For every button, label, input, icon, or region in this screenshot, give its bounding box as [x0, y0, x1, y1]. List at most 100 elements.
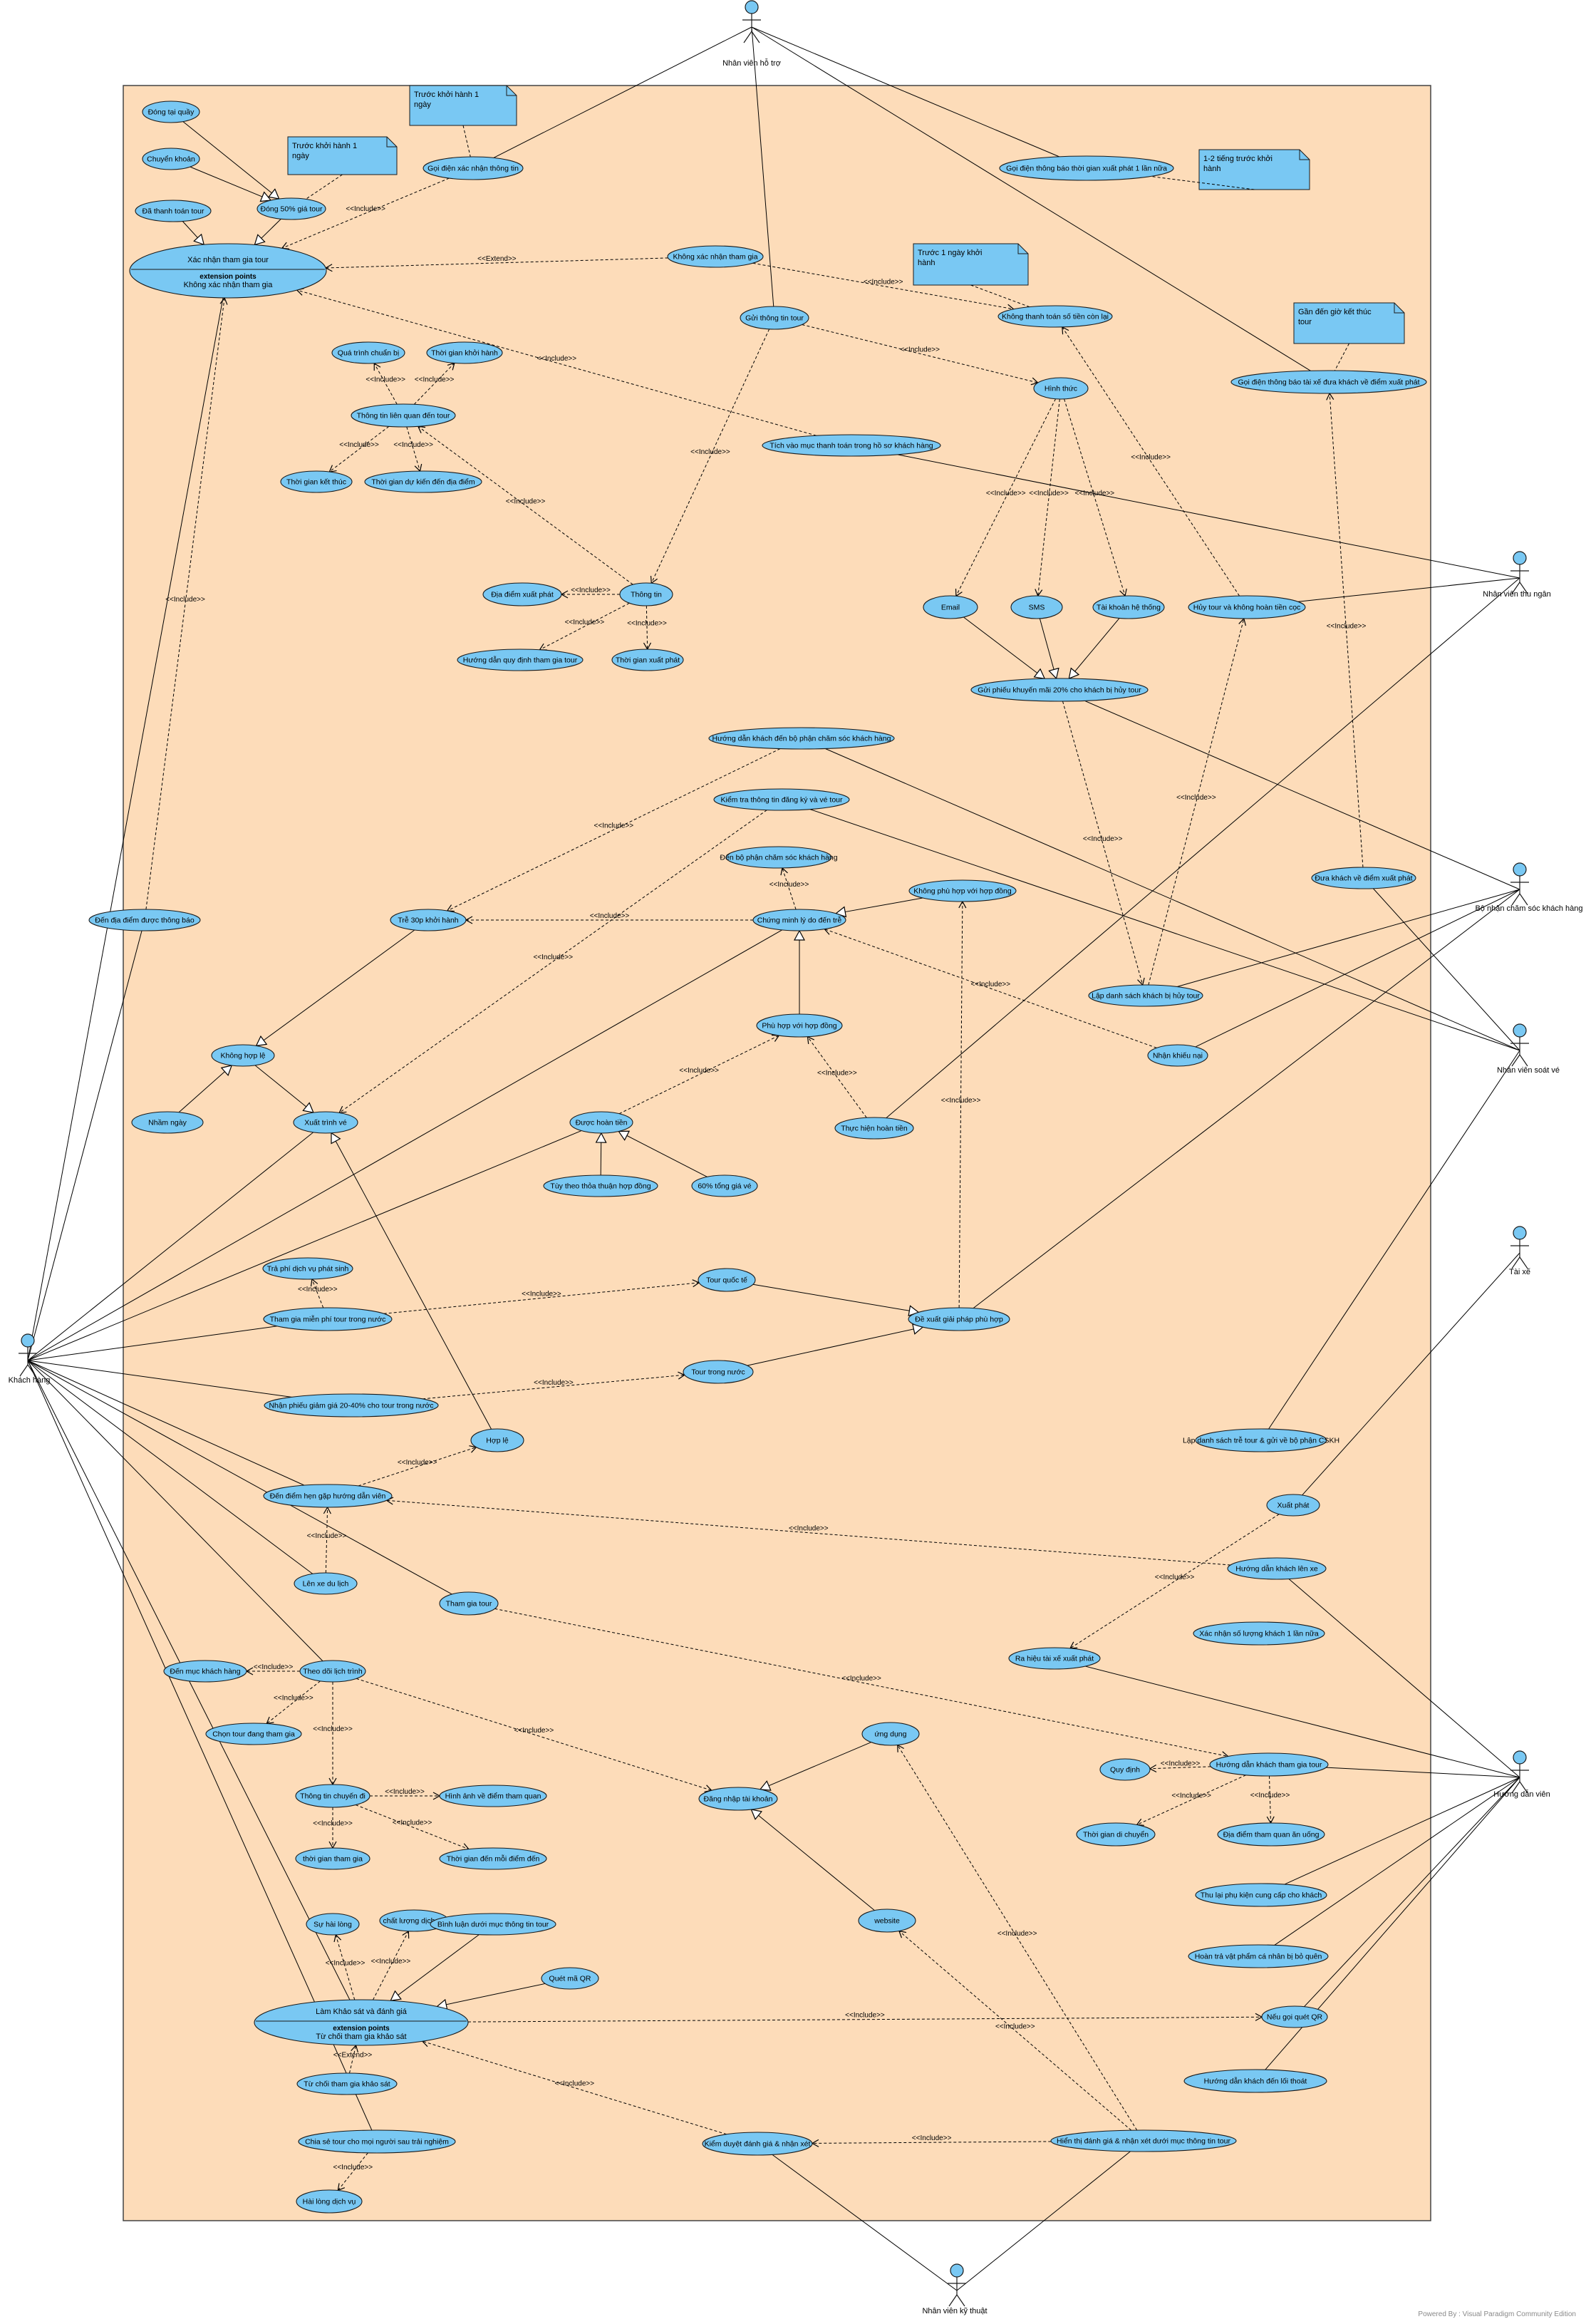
usecase-tham-gia-tour[interactable]: Tham gia tour — [439, 1591, 499, 1616]
usecase-60-tong[interactable]: 60% tổng giá vé — [691, 1174, 758, 1197]
usecase-tich-vao[interactable]: Tích vào mục thanh toán trong hồ sơ khác… — [762, 434, 941, 457]
usecase-duoc-hoan-tien[interactable]: Được hoàn tiền — [569, 1111, 633, 1134]
usecase-hd-len-xe[interactable]: Hướng dẫn khách lên xe — [1227, 1557, 1327, 1580]
usecase-dong-50[interactable]: Đóng 50% giá tour — [256, 197, 326, 220]
usecase-de-xuat[interactable]: Đề xuất giải pháp phù hợp — [908, 1307, 1010, 1331]
usecase-qua-trinh[interactable]: Quá trình chuẩn bị — [331, 341, 405, 364]
usecase-quy-dinh[interactable]: Quy định — [1099, 1758, 1151, 1781]
usecase-dd-tham-quan[interactable]: Địa điểm tham quan ăn uống — [1217, 1822, 1325, 1847]
usecase-tg-di-chuyen[interactable]: Thời gian di chuyển — [1076, 1822, 1156, 1847]
usecase-xuat-phat[interactable]: Xuất phát — [1266, 1494, 1320, 1517]
usecase-sms[interactable]: SMS — [1010, 595, 1063, 619]
usecase-goi-xac-nhan[interactable]: Gọi điện xác nhận thông tin — [423, 156, 524, 180]
usecase-tour-trong-nuoc[interactable]: Tour trong nước — [683, 1360, 754, 1384]
usecase-binh-luan[interactable]: Bình luận dưới mục thông tin tour — [430, 1913, 556, 1936]
usecase-nham-ngay[interactable]: Nhầm ngày — [131, 1111, 204, 1134]
usecase-tg-den-moi[interactable]: Thời gian đến mỗi điểm đến — [439, 1847, 547, 1870]
usecase-tham-gia-mien-phi[interactable]: Tham gia miễn phí tour trong nước — [263, 1307, 393, 1331]
usecase-ra-hieu[interactable]: Ra hiệu tài xế xuất phát — [1008, 1647, 1101, 1670]
usecase-hd-tham-gia[interactable]: Hướng dẫn khách tham gia tour — [1209, 1752, 1329, 1777]
actor-nv-thu-ngan[interactable]: Nhân viên thu ngân — [1483, 551, 1551, 599]
note-anchor-n4 — [970, 284, 1030, 308]
usecase-gui-khuyen-mai[interactable]: Gửi phiếu khuyến mãi 20% cho khách bị hủ… — [970, 678, 1149, 702]
usecase-den-diem-hen[interactable]: Đến điểm hẹn gặp hướng dẫn viên — [263, 1484, 393, 1508]
usecase-khong-hop-le[interactable]: Không hợp lệ — [211, 1044, 275, 1067]
usecase-huong-dan-qd[interactable]: Hướng dẫn quy định tham gia tour — [457, 649, 584, 671]
usecase-khong-xac-nhan[interactable]: Không xác nhận tham gia — [667, 245, 764, 268]
usecase-thuc-hien-hoan[interactable]: Thực hiện hoàn tiền — [834, 1117, 914, 1140]
usecase-den-bp-cskh[interactable]: Đến bộ phận chăm sóc khách hàng — [720, 846, 838, 869]
usecase-dang-nhap[interactable]: Đăng nhập tài khoản — [698, 1787, 778, 1811]
usecase-neu-goi-qr[interactable]: Nếu gọi quét QR — [1261, 2005, 1328, 2028]
usecase-hinh-anh[interactable]: Hình ảnh về điểm tham quan — [439, 1785, 547, 1807]
usecase-huy-tour[interactable]: Hủy tour và không hoàn tiền cọc — [1188, 595, 1306, 619]
actor-nv-ky-thuat[interactable]: Nhân viên kỹ thuật — [922, 2263, 988, 2315]
usecase-xac-nhan-sl[interactable]: Xác nhận số lượng khách 1 lần nữa — [1193, 1621, 1325, 1646]
usecase-email[interactable]: Email — [923, 595, 978, 619]
usecase-tg-tham-gia[interactable]: thời gian tham gia — [295, 1847, 370, 1870]
actor-nv-ho-tro[interactable]: Nhân viên hỗ trợ — [722, 0, 781, 68]
actor-bp-cskh[interactable]: Bộ nhận chăm sóc khách hàng — [1475, 862, 1583, 913]
usecase-tg-ket-thuc[interactable]: Thời gian kết thúc — [280, 470, 353, 493]
usecase-chuyen-khoan[interactable]: Chuyển khoản — [142, 148, 200, 170]
usecase-chung-minh[interactable]: Chứng minh lý do đến trễ — [752, 909, 846, 931]
usecase-tuy-theo[interactable]: Tùy theo thỏa thuận hợp đồng — [543, 1174, 658, 1197]
usecase-thu-lai[interactable]: Thu lại phụ kiện cung cấp cho khách — [1195, 1883, 1327, 1907]
actor-huong-dan-vien[interactable]: Hướng dẫn viên — [1493, 1750, 1550, 1799]
usecase-label: Hài lòng dịch vụ — [303, 2198, 356, 2206]
usecase-ung-dung[interactable]: ứng dụng — [861, 1722, 920, 1746]
usecase-tg-xuat-phat[interactable]: Thời gian xuất phát — [611, 649, 684, 671]
usecase-goi-tai-xe[interactable]: Gọi điện thông báo tài xế đưa khách về đ… — [1230, 370, 1427, 394]
usecase-tk-he-thong[interactable]: Tài khoản hệ thống — [1092, 595, 1165, 619]
usecase-hop-le[interactable]: Hợp lệ — [470, 1428, 524, 1452]
usecase-dua-khach-ve[interactable]: Đưa khách về điểm xuất phát — [1311, 867, 1416, 889]
usecase-tg-du-kien[interactable]: Thời gian dự kiến đến địa điểm — [364, 470, 482, 493]
usecase-chia-se[interactable]: Chia sẻ tour cho mọi người sau trải nghi… — [298, 2129, 456, 2154]
usecase-khong-thanh-toan[interactable]: Không thanh toán số tiền còn lại — [997, 305, 1113, 328]
usecase-hien-thi[interactable]: Hiển thị đánh giá & nhận xét dưới mục th… — [1050, 2129, 1237, 2152]
usecase-phu-hop-hd[interactable]: Phù hợp với hợp đồng — [756, 1013, 843, 1038]
usecase-khong-phu-hop[interactable]: Không phù hợp với hợp đồng — [908, 879, 1017, 902]
usecase-dong-tai-quay[interactable]: Đóng tại quầy — [142, 100, 200, 123]
usecase-goi-thong-tin-tour[interactable]: Gửi thông tin tour — [740, 306, 809, 330]
usecase-tu-choi[interactable]: Từ chối tham gia khảo sát — [296, 2072, 398, 2095]
actor-tai-xe[interactable]: Tài xế — [1509, 1226, 1530, 1276]
actor-khach-hang[interactable]: Khách hàng — [9, 1333, 51, 1385]
usecase-thong-tin[interactable]: Thông tin — [619, 582, 673, 606]
usecase-chon-tour[interactable]: Chọn tour đang tham gia — [205, 1723, 302, 1745]
usecase-lap-ds-huy[interactable]: Lập danh sách khách bị hủy tour — [1088, 984, 1203, 1007]
usecase-nhan-khieu-nai[interactable]: Nhận khiếu nại — [1147, 1044, 1208, 1067]
usecase-den-muc-kh[interactable]: Đến mục khách hàng — [163, 1660, 247, 1683]
usecase-dia-diem-xp[interactable]: Địa điểm xuất phát — [482, 582, 562, 606]
stereotype-label: <<Include>> — [1327, 623, 1367, 631]
usecase-den-dia-diem[interactable]: Đến địa điểm được thông báo — [88, 909, 201, 931]
usecase-su-hai-long[interactable]: Sự hài lòng — [306, 1913, 360, 1936]
usecase-website[interactable]: website — [858, 1909, 916, 1933]
usecase-len-xe[interactable]: Lên xe du lịch — [294, 1572, 358, 1595]
usecase-tt-lien-quan[interactable]: Thông tin liên quan đến tour — [351, 403, 456, 428]
usecase-goi-tg-xuat-phat[interactable]: Gọi điện thông báo thời gian xuất phát 1… — [999, 155, 1174, 181]
usecase-kiem-duyet[interactable]: Kiểm duyệt đánh giá & nhận xét — [702, 2132, 813, 2156]
usecase-hinh-thuc[interactable]: Hình thức — [1033, 377, 1089, 400]
actor-nv-soat-ve[interactable]: Nhân viên soát vé — [1497, 1023, 1560, 1075]
usecase-tour-quoc-te[interactable]: Tour quốc tế — [698, 1268, 756, 1292]
usecase-tre-30p[interactable]: Trễ 30p khởi hành — [390, 909, 467, 931]
usecase-quet-qr[interactable]: Quét mã QR — [541, 1967, 599, 1990]
usecase-xuat-trinh-ve[interactable]: Xuất trình vé — [293, 1111, 358, 1134]
usecase-hoan-tra[interactable]: Hoàn trả vật phẩm cá nhân bị bỏ quên — [1188, 1944, 1329, 1968]
usecase-da-thanh-toan[interactable]: Đã thanh toán tour — [135, 200, 212, 222]
usecase-nhan-phieu[interactable]: Nhận phiếu giảm giá 20-40% cho tour tron… — [264, 1393, 439, 1417]
usecase-hd-cskh[interactable]: Hướng dẫn khách đến bộ phận chăm sóc khá… — [708, 727, 895, 750]
usecase-lap-ds-tre[interactable]: Lập danh sách trễ tour & gửi về bộ phận … — [1183, 1428, 1339, 1452]
usecase-tra-phi[interactable]: Trả phí dịch vụ phát sinh — [262, 1257, 353, 1280]
generalization-ung-dung-dang-nhap — [759, 1742, 871, 1791]
usecase-kiem-tra-ve[interactable]: Kiểm tra thông tin đăng ký và vé tour — [713, 788, 850, 811]
usecase-hai-long[interactable]: Hài lòng dịch vụ — [296, 2189, 363, 2214]
usecase-tg-khoi-hanh[interactable]: Thời gian khởi hành — [426, 341, 503, 364]
usecase-theo-doi[interactable]: Theo dõi lịch trình — [299, 1660, 366, 1683]
usecase-hd-loi-thoat[interactable]: Hướng dẫn khách đến lối thoát — [1183, 2069, 1327, 2093]
usecase-tt-chuyen-di[interactable]: Thông tin chuyến đi — [295, 1784, 370, 1808]
